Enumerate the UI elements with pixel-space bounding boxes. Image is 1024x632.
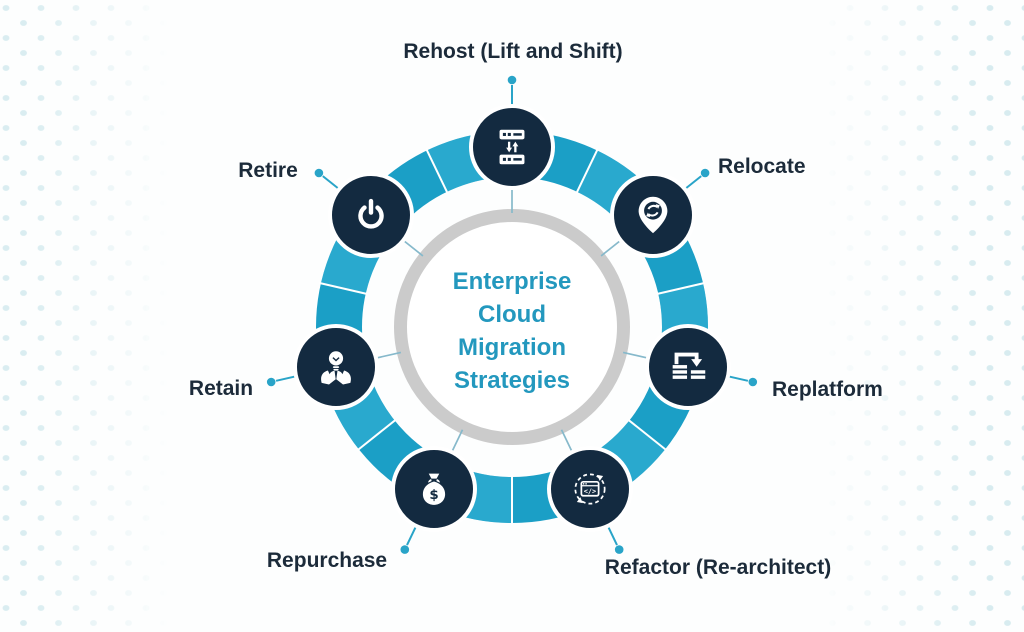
node-repurchase: $ [391,446,477,532]
server-transfer-icon [499,129,525,165]
svg-text:$: $ [429,488,438,503]
node-retire [328,172,414,258]
label-retire: Retire [238,159,298,182]
label-retain: Retain [188,377,254,400]
label-connector-dots [266,75,758,554]
label-relocate: Relocate [718,155,806,178]
node-refactor: </> [547,446,633,532]
layers-migrate-icon [672,352,706,379]
right-hand [336,370,351,385]
node-retain [293,324,379,410]
inner-gray-ring [394,209,630,445]
label-rehost: Rehost (Lift and Shift) [403,40,623,63]
svg-text:</>: </> [584,488,596,496]
node-rehost [469,104,555,190]
label-replatform: Replatform [772,378,883,401]
money-bag-icon: $ [422,473,446,505]
label-repurchase: Repurchase [266,549,388,572]
location-pin-sync-icon [638,196,668,234]
title-line-2: Cloud [478,301,546,328]
title-line-1: Enterprise [452,268,572,295]
node-relocate [610,172,696,258]
power-icon [358,198,384,229]
label-refactor: Refactor (Re-architect) [604,556,832,579]
title-line-4: Strategies [453,367,571,394]
diagram-title: Enterprise Cloud Migration Strategies [387,265,637,397]
ring-segment-dividers [318,148,706,525]
node-replatform [645,324,731,410]
title-line-3: Migration [458,334,566,361]
left-hand [321,370,336,385]
hands-bulb-icon [321,351,351,385]
code-cycle-icon: </> [574,473,606,505]
